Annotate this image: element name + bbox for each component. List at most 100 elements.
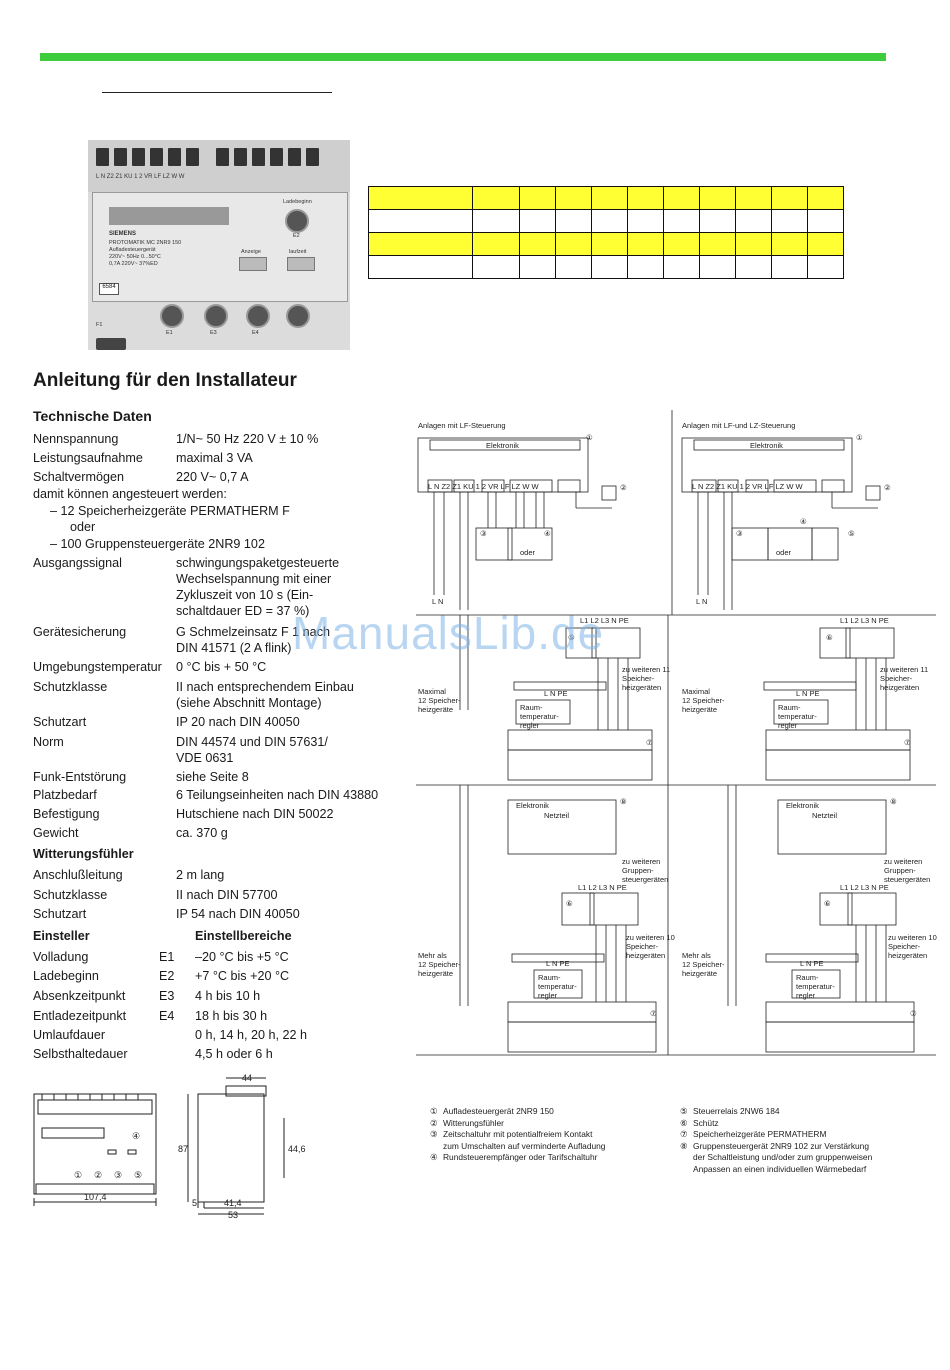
yellow-table — [368, 186, 844, 279]
device-knob-label-e4: E4 — [252, 330, 259, 336]
legend-text: Aufladesteuergerät 2NR9 150 — [443, 1106, 554, 1116]
device-fuse-label: F1 — [96, 322, 103, 328]
device-model: PROTOMATIK MC 2NR9 150 — [109, 240, 182, 246]
circle-num-6: ⑥ — [566, 899, 573, 908]
einsteller-code: E3 — [159, 989, 175, 1003]
spec-value: DIN 44574 und DIN 57631/ — [176, 735, 328, 749]
spec-value: schwingungspaketgesteuerte — [176, 556, 340, 570]
spec-label: Schutzart — [33, 907, 87, 921]
lnpe-label: L N PE — [546, 959, 569, 968]
watermark: ManualsLib.de — [292, 607, 605, 659]
legend-item: ⑦ Speicherheizgeräte PERMATHERM — [680, 1129, 872, 1141]
diagram-title-left: Anlagen mit LF-Steuerung — [418, 421, 506, 430]
spec-damit: damit können angesteuert werden: — [33, 487, 227, 501]
spec-value-cont: Wechselspannung mit einer — [176, 572, 332, 586]
einsteller-range: 0 h, 14 h, 20 h, 22 h — [195, 1028, 308, 1042]
raumregler-label: Raum-temperatur-regler — [796, 973, 835, 1000]
device-laufzeit-label: laufzeit — [289, 249, 307, 255]
section-title-einsteller: Einsteller — [33, 929, 90, 943]
circle-num-1: ① — [856, 433, 863, 442]
dim-circle-1: ① — [74, 1170, 82, 1180]
einsteller-label: Umlaufdauer — [33, 1028, 106, 1042]
circle-num-8: ⑧ — [890, 797, 897, 806]
legend-item: Anpassen an einen individuellen Wärmebed… — [680, 1164, 872, 1176]
spec-label: Gewicht — [33, 826, 79, 840]
spec-label: Anschlußleitung — [33, 868, 123, 882]
section-title-technische-daten: Technische Daten — [33, 408, 152, 424]
spec-value: II nach DIN 57700 — [176, 888, 278, 902]
device-knob-umlauf — [286, 304, 310, 328]
table-row — [368, 255, 844, 279]
netzteil-label: Netzteil — [812, 811, 837, 820]
device-serial: 6584 — [99, 283, 119, 295]
spec-bullet: – 100 Gruppensteuergeräte 2NR9 102 — [50, 537, 265, 551]
device-knob-label-e2: E2 — [293, 233, 300, 239]
legend-num: ② — [430, 1117, 438, 1128]
legend-item: der Schaltleistung und/oder zum gruppenw… — [680, 1152, 872, 1164]
circle-num-2: ② — [884, 483, 891, 492]
legend-num: ⑦ — [680, 1129, 688, 1139]
device-spec-2: 0,7A 220V~ 37%ED — [109, 261, 158, 267]
circle-num-4: ④ — [800, 517, 807, 526]
device-base — [96, 338, 126, 350]
spec-label: Schutzklasse — [33, 888, 108, 902]
legend-num: ⑤ — [680, 1106, 688, 1116]
spec-label: Befestigung — [33, 807, 100, 821]
legend-num: ③ — [430, 1129, 438, 1139]
einsteller-range: +7 °C bis +20 °C — [195, 969, 290, 983]
l123-label: L1 L2 L3 N PE — [578, 883, 627, 892]
ln-label: L N — [696, 597, 707, 606]
spec-value-cont: schaltdauer ED = 37 %) — [176, 604, 310, 618]
spec-value-cont: Zykluszeit von 10 s (Ein- — [176, 588, 314, 602]
oder-label: oder — [520, 548, 536, 557]
legend-text: Schütz — [693, 1117, 719, 1128]
device-ladebeginn-label: Ladebeginn — [283, 199, 312, 205]
circle-num-7: ⑦ — [904, 738, 911, 747]
spec-label: Gerätesicherung — [33, 625, 127, 639]
spec-value-cont: VDE 0631 — [176, 751, 234, 765]
spec-bullet: oder — [70, 520, 96, 534]
raumregler-label: Raum-temperatur-regler — [538, 973, 577, 1000]
circle-num-5: ⑤ — [848, 529, 855, 538]
spec-label: Leistungsaufnahme — [33, 451, 143, 465]
terminal-row-right: L N Z2 Z1 KU 1 2 VR LF LZ W W — [692, 482, 803, 491]
netzteil-label: Netzteil — [544, 811, 569, 820]
dim-depth-total: 53 — [228, 1210, 238, 1218]
circle-num-8: ⑧ — [620, 797, 627, 806]
terminal-row-left: L N Z2 Z1 KU 1 2 VR LF LZ W W — [428, 482, 539, 491]
device-anzeige-button — [239, 257, 267, 271]
spec-value: 6 Teilungseinheiten nach DIN 43880 — [176, 788, 379, 802]
circle-num-1: ① — [586, 433, 593, 442]
einsteller-range: 4 h bis 10 h — [195, 989, 261, 1003]
einsteller-code: E4 — [159, 1009, 175, 1023]
einsteller-label: Volladung — [33, 950, 89, 964]
circle-num-7: ⑦ — [910, 1009, 917, 1018]
legend-text: Zeitschaltuhr mit potentialfreiem Kontak… — [443, 1129, 593, 1139]
page-title: Anleitung für den Installateur — [33, 370, 297, 391]
circle-num-5: ⑤ — [568, 633, 575, 642]
lnpe-label: L N PE — [800, 959, 823, 968]
top-green-bar — [40, 53, 886, 61]
device-knob-label-e1: E1 — [166, 330, 173, 336]
spec-value: IP 54 nach DIN 40050 — [176, 907, 300, 921]
einsteller-label: Entladezeitpunkt — [33, 1009, 127, 1023]
spec-value: 2 m lang — [176, 868, 225, 882]
spec-value-cont: (siehe Abschnitt Montage) — [176, 696, 322, 710]
legend-text: der Schaltleistung und/oder zum gruppenw… — [693, 1152, 873, 1162]
legend-text: Speicherheizgeräte PERMATHERM — [693, 1129, 827, 1139]
elektronik-label: Elektronik — [486, 441, 519, 450]
elektronik-label: Elektronik — [786, 801, 819, 810]
circle-num-7: ⑦ — [646, 738, 653, 747]
spec-value: maximal 3 VA — [176, 451, 253, 465]
